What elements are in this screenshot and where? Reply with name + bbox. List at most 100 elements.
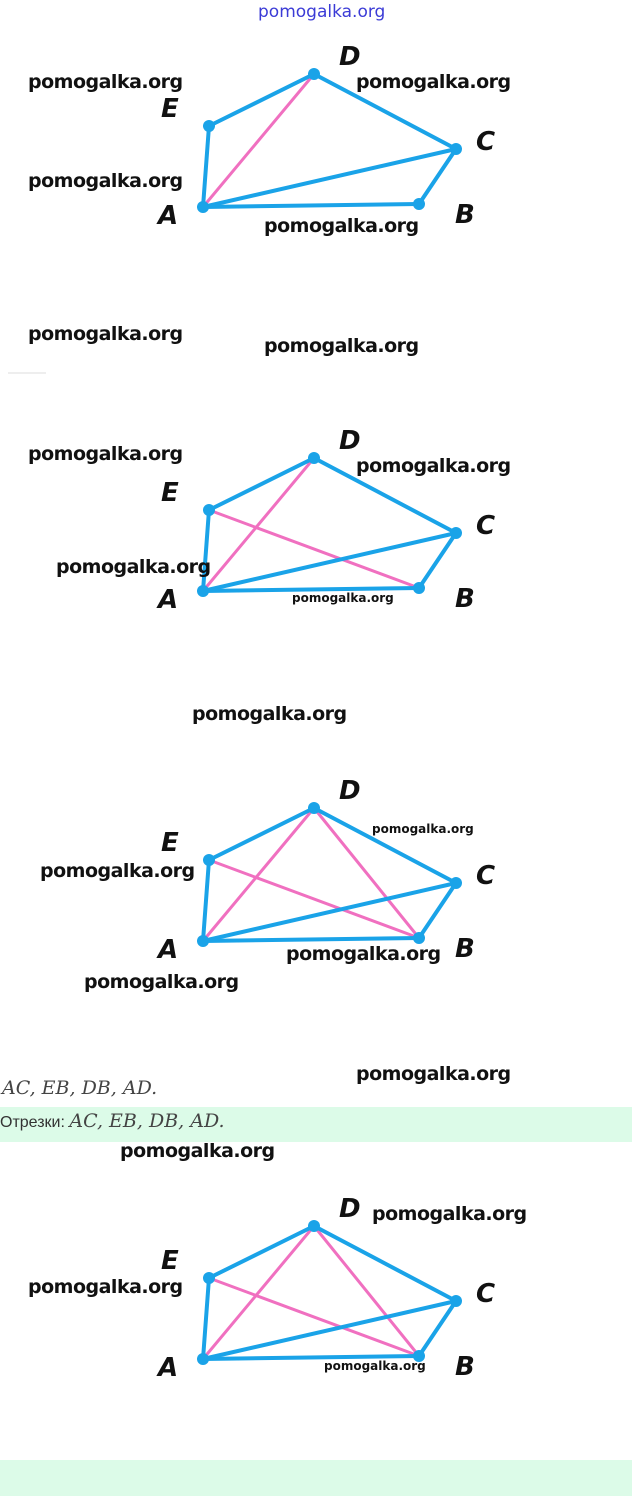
vertex-label-C: C	[476, 1279, 495, 1309]
edge-DE	[207, 72, 316, 128]
edge-DE	[207, 806, 316, 862]
vertex-E	[203, 1272, 215, 1284]
vertex-D	[308, 802, 320, 814]
vertex-A	[197, 201, 209, 213]
figure-step-2: A B C D E	[156, 426, 495, 615]
edge-BC	[417, 147, 458, 206]
edge-CD	[312, 1224, 458, 1303]
watermark: pomogalka.org	[28, 170, 183, 192]
watermark: pomogalka.org	[28, 71, 183, 93]
vertex-B	[413, 932, 425, 944]
vertex-A	[197, 1353, 209, 1365]
edge-AB	[201, 202, 421, 209]
watermark: pomogalka.org	[28, 1276, 183, 1298]
answer-label: Отрезки:	[0, 1114, 65, 1131]
answer-segments-final: AC, EB, DB, AD.	[69, 1110, 225, 1132]
edge-DE	[207, 456, 316, 512]
edge-AC	[201, 531, 458, 593]
figure-step-3: A B C D E	[156, 776, 495, 965]
vertex-A	[197, 585, 209, 597]
vertex-D	[308, 68, 320, 80]
diagonal-EB	[207, 858, 421, 940]
vertex-B	[413, 198, 425, 210]
vertex-C	[450, 877, 462, 889]
vertex-label-A: A	[156, 935, 178, 965]
watermark: pomogalka.org	[372, 1203, 527, 1225]
vertex-label-D: D	[339, 776, 361, 806]
edge-BC	[417, 1299, 458, 1358]
watermark: pomogalka.org	[356, 1063, 511, 1085]
vertex-E	[203, 504, 215, 516]
diagonal-AD	[201, 456, 316, 593]
footer-box	[0, 1460, 632, 1496]
vertex-label-D: D	[339, 1194, 361, 1224]
watermark: pomogalka.org	[84, 971, 239, 993]
diagonal-AD	[201, 806, 316, 943]
vertex-B	[413, 582, 425, 594]
vertex-C	[450, 1295, 462, 1307]
vertex-label-C: C	[476, 127, 495, 157]
edge-AB	[201, 1354, 421, 1361]
diagonal-DB	[312, 806, 421, 940]
edge-AC	[201, 147, 458, 209]
watermark: pomogalka.org	[192, 703, 347, 725]
vertex-label-E: E	[161, 828, 179, 858]
vertex-E	[203, 120, 215, 132]
vertex-D	[308, 452, 320, 464]
vertex-E	[203, 854, 215, 866]
watermark: pomogalka.org	[28, 323, 183, 345]
vertex-label-B: B	[455, 1352, 475, 1382]
watermark: pomogalka.org	[286, 943, 441, 965]
watermark: pomogalka.org	[40, 860, 195, 882]
vertex-label-E: E	[161, 1246, 179, 1276]
edge-EA	[201, 1276, 211, 1361]
edge-CD	[312, 456, 458, 535]
divider	[8, 372, 46, 374]
watermark: pomogalka.org	[120, 1140, 275, 1162]
answer-line: Отрезки: AC, EB, DB, AD.	[0, 1110, 225, 1132]
diagonal-AD	[201, 1224, 316, 1361]
watermark: pomogalka.org	[292, 591, 394, 605]
diagonal-DB	[312, 1224, 421, 1358]
vertex-label-D: D	[339, 426, 361, 456]
vertex-label-A: A	[156, 1353, 178, 1383]
watermark: pomogalka.org	[356, 71, 511, 93]
watermark: pomogalka.org	[264, 335, 419, 357]
vertex-C	[450, 143, 462, 155]
edge-BC	[417, 531, 458, 590]
watermark: pomogalka.org	[372, 822, 474, 836]
vertex-label-C: C	[476, 511, 495, 541]
diagonal-EB	[207, 508, 421, 590]
edge-EA	[201, 124, 211, 209]
answer-segments: AC, EB, DB, AD.	[2, 1077, 158, 1099]
watermark: pomogalka.org	[264, 215, 419, 237]
edge-AB	[201, 936, 421, 943]
edge-AC	[201, 881, 458, 943]
vertex-label-B: B	[455, 200, 475, 230]
edge-EA	[201, 508, 211, 593]
watermark: pomogalka.org	[324, 1359, 426, 1373]
vertex-label-C: C	[476, 861, 495, 891]
header-watermark-link[interactable]: pomogalka.org	[258, 2, 386, 22]
vertex-D	[308, 1220, 320, 1232]
figure-step-4: A B C D E	[156, 1194, 495, 1383]
edge-CD	[312, 806, 458, 885]
vertex-B	[413, 1350, 425, 1362]
vertex-label-E: E	[161, 94, 179, 124]
vertex-C	[450, 527, 462, 539]
vertex-label-A: A	[156, 585, 178, 615]
vertex-label-E: E	[161, 478, 179, 508]
edge-BC	[417, 881, 458, 940]
vertex-label-D: D	[339, 42, 361, 72]
edge-DE	[207, 1224, 316, 1280]
vertex-label-B: B	[455, 934, 475, 964]
watermark: pomogalka.org	[356, 455, 511, 477]
watermark: pomogalka.org	[28, 443, 183, 465]
edge-CD	[312, 72, 458, 151]
edge-AC	[201, 1299, 458, 1361]
vertex-A	[197, 935, 209, 947]
vertex-label-B: B	[455, 584, 475, 614]
answer-box	[0, 1107, 632, 1142]
edge-AB	[201, 586, 421, 593]
